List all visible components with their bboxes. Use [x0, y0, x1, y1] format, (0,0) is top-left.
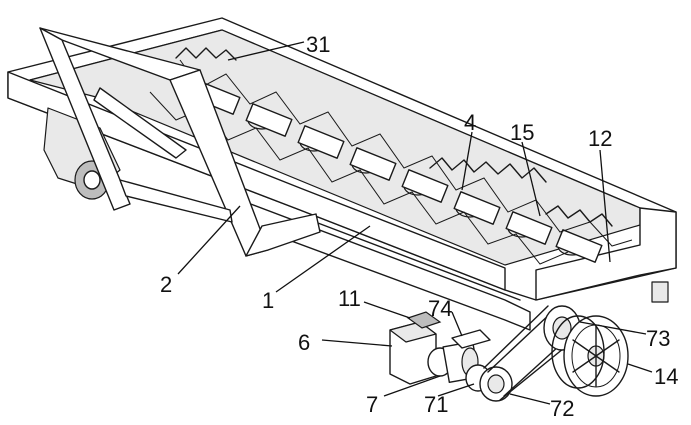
label-2: 2	[160, 272, 172, 297]
reference-numerals: 31 4 15 12 2 1 11 74 6 73 14 7 71 72	[160, 32, 678, 421]
label-11: 11	[338, 286, 361, 311]
roller	[401, 169, 449, 203]
label-14: 14	[654, 364, 678, 389]
label-6: 6	[298, 330, 310, 355]
label-4: 4	[464, 110, 476, 135]
label-71: 71	[424, 392, 448, 417]
roller	[555, 229, 603, 263]
inclined-frame	[39, 27, 321, 257]
roller	[297, 125, 345, 159]
gearbox	[406, 311, 442, 329]
drive-assembly	[389, 305, 629, 402]
label-73: 73	[646, 326, 670, 351]
roller	[349, 147, 397, 181]
label-1: 1	[262, 288, 274, 313]
label-15: 15	[510, 120, 534, 145]
label-72: 72	[550, 396, 574, 421]
leader-lines	[177, 41, 653, 405]
label-12: 12	[588, 126, 612, 151]
roller	[245, 103, 293, 137]
label-74: 74	[428, 296, 452, 321]
roller	[505, 211, 553, 245]
label-31: 31	[306, 32, 330, 57]
label-7: 7	[366, 392, 378, 417]
